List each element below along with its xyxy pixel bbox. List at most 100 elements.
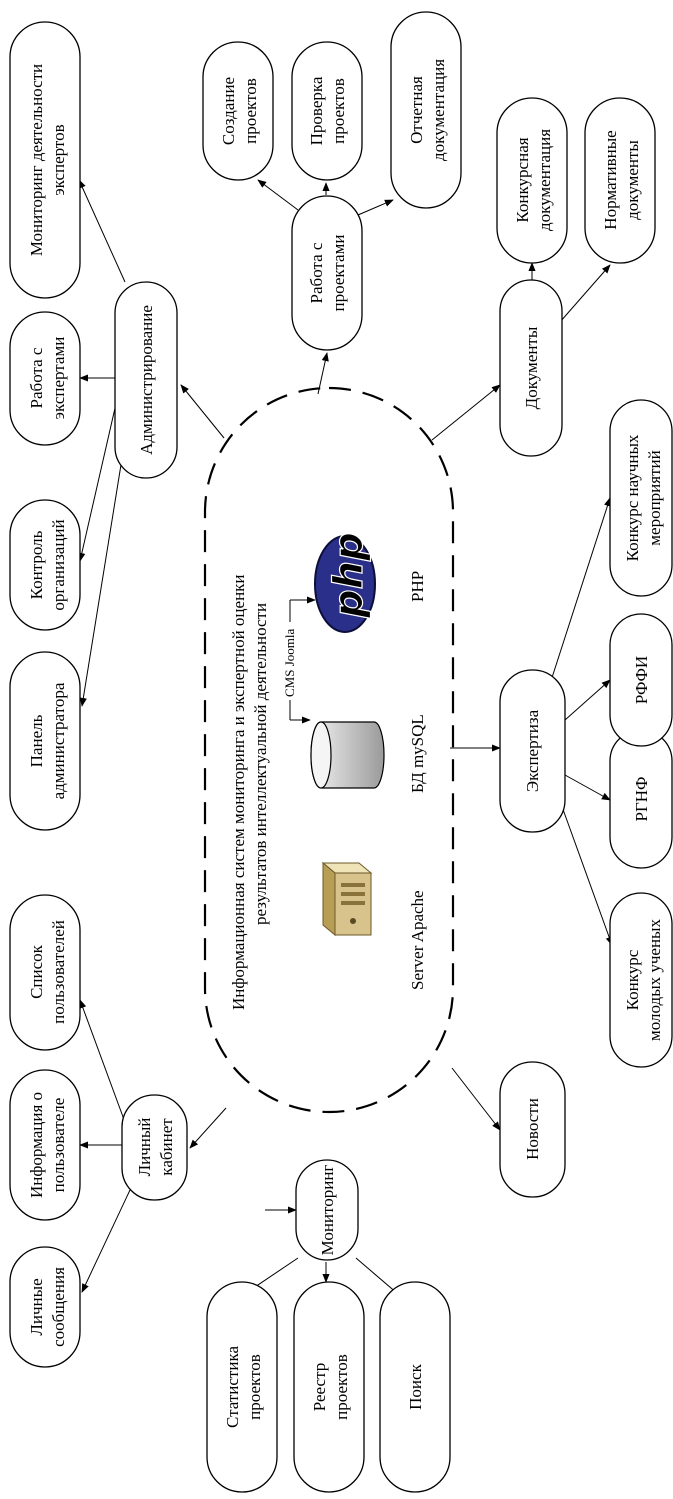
node-stats[interactable]: Статистика проектов bbox=[206, 1281, 278, 1493]
edge-cabinet-messages bbox=[81, 1189, 131, 1293]
edge-cabinet-users bbox=[79, 999, 127, 1126]
edges bbox=[78, 179, 613, 1301]
node-contest-young-line1: Конкурс bbox=[623, 949, 642, 1010]
node-project-create[interactable]: Создание проектов bbox=[202, 41, 274, 181]
node-project-check[interactable]: Проверка проектов bbox=[291, 41, 363, 181]
edge-system-documents bbox=[431, 384, 501, 441]
edge-expertise-young bbox=[555, 789, 613, 946]
node-messages[interactable]: Личные сообщения bbox=[9, 1246, 81, 1368]
node-documents[interactable]: Документы bbox=[499, 279, 563, 457]
node-user-info-line1: Информация о bbox=[27, 1092, 46, 1198]
database-icon bbox=[310, 721, 385, 789]
node-contest-docs-line1: Конкурсная bbox=[513, 137, 532, 222]
node-experts-work[interactable]: Работа с экспертами bbox=[9, 311, 81, 446]
node-experts-work-line1: Работа с bbox=[27, 347, 46, 408]
node-rffi[interactable]: РФФИ bbox=[609, 613, 673, 747]
edge-expertise-rgnf bbox=[564, 774, 611, 801]
node-rgnf-label: РГНФ bbox=[632, 777, 651, 822]
node-norm-docs-line2: документы bbox=[623, 140, 642, 220]
node-users-list-line1: Список bbox=[27, 944, 46, 999]
node-org-control-line1: Контроль bbox=[27, 530, 46, 599]
node-monitoring-label: Мониторинг bbox=[318, 1165, 337, 1256]
node-contest-young[interactable]: Конкурс молодых ученых bbox=[609, 892, 673, 1068]
node-projects-work-line2: проектами bbox=[329, 235, 348, 312]
node-rffi-label: РФФИ bbox=[632, 656, 651, 704]
node-monitoring[interactable]: Мониторинг bbox=[295, 1159, 359, 1261]
node-report-docs-line2: документация bbox=[429, 59, 448, 161]
edge-expertise-rffi bbox=[564, 679, 611, 721]
node-search[interactable]: Поиск bbox=[379, 1281, 451, 1493]
node-stats-line1: Статистика bbox=[223, 1346, 242, 1428]
edge-expertise-events bbox=[547, 497, 611, 691]
php-logo-icon: php bbox=[314, 532, 376, 633]
node-user-info-line2: пользователе bbox=[49, 1098, 68, 1193]
node-project-check-line1: Проверка bbox=[307, 76, 326, 145]
node-expertise-label: Экспертиза bbox=[523, 709, 542, 792]
node-contest-young-line2: молодых ученых bbox=[645, 919, 664, 1041]
node-cabinet[interactable]: Личный кабинет bbox=[121, 1094, 188, 1201]
server-label: Server Apache bbox=[408, 890, 427, 990]
node-messages-line1: Личные bbox=[27, 1278, 46, 1335]
node-org-control[interactable]: Контроль организаций bbox=[9, 499, 81, 631]
edge-system-admin bbox=[180, 384, 225, 439]
node-contest-docs-line2: документация bbox=[535, 129, 554, 231]
node-experts-work-line2: экспертами bbox=[49, 337, 68, 420]
node-stats-line2: проектов bbox=[245, 1354, 264, 1420]
central-system: Информационная систем мониторинга и эксп… bbox=[203, 386, 455, 1114]
node-registry-line1: Реестр bbox=[310, 1363, 329, 1411]
edge-admin-orgs bbox=[78, 394, 119, 562]
node-messages-line2: сообщения bbox=[49, 1267, 68, 1347]
edge-admin-panel bbox=[79, 439, 126, 707]
node-cabinet-line2: кабинет bbox=[157, 1118, 176, 1176]
node-experts-monitoring-line1: Мониторинг деятельности bbox=[27, 64, 46, 256]
edge-system-cabinet bbox=[189, 1107, 227, 1149]
node-news[interactable]: Новости bbox=[499, 1061, 566, 1198]
db-label: БД mySQL bbox=[408, 714, 427, 793]
edge-projects-report bbox=[357, 199, 394, 216]
node-report-docs[interactable]: Отчетная документация bbox=[390, 11, 462, 209]
system-title-line2: результатов интеллектуальной деятельност… bbox=[251, 603, 270, 925]
node-user-info[interactable]: Информация о пользователе bbox=[9, 1069, 81, 1221]
edge-system-news bbox=[451, 1067, 501, 1131]
node-administration[interactable]: Администрирование bbox=[114, 281, 178, 479]
node-cabinet-line1: Личный bbox=[135, 1118, 154, 1177]
node-administration-label: Администрирование bbox=[137, 305, 156, 455]
edge-docs-norm bbox=[559, 264, 611, 323]
php-logo-text: php bbox=[326, 532, 372, 619]
node-contest-events-line1: Конкурс научных bbox=[623, 434, 642, 561]
node-news-label: Новости bbox=[523, 1098, 542, 1160]
node-norm-docs[interactable]: Нормативные документы bbox=[584, 97, 656, 264]
node-project-create-line1: Создание bbox=[219, 77, 238, 145]
node-experts-monitoring-line2: экспертов bbox=[49, 124, 68, 195]
node-experts-monitoring[interactable]: Мониторинг деятельности экспертов bbox=[9, 21, 81, 299]
node-admin-panel-line1: Панель bbox=[27, 714, 46, 767]
node-project-create-line2: проектов bbox=[241, 78, 260, 144]
node-norm-docs-line1: Нормативные bbox=[601, 130, 620, 229]
node-search-label: Поиск bbox=[406, 1363, 425, 1409]
node-contest-events-line2: мероприятий bbox=[645, 450, 664, 545]
node-admin-panel-line2: администратора bbox=[49, 682, 68, 799]
node-projects-work-line1: Работа с bbox=[307, 242, 326, 303]
cms-connector: CMS Joomla bbox=[281, 596, 316, 724]
node-registry[interactable]: Реестр проектов bbox=[293, 1281, 365, 1493]
edge-projects-create bbox=[257, 179, 299, 211]
node-documents-label: Документы bbox=[522, 326, 541, 409]
system-boundary bbox=[203, 386, 455, 1114]
node-project-check-line2: проектов bbox=[329, 78, 348, 144]
node-projects-work[interactable]: Работа с проектами bbox=[291, 195, 363, 351]
node-org-control-line2: организаций bbox=[49, 519, 68, 610]
node-admin-panel[interactable]: Панель администратора bbox=[9, 651, 81, 831]
php-label: PHP bbox=[408, 571, 427, 602]
node-users-list-line2: пользователей bbox=[49, 920, 68, 1024]
node-registry-line2: проектов bbox=[332, 1354, 351, 1420]
cms-label: CMS Joomla bbox=[282, 629, 297, 697]
node-report-docs-line1: Отчетная bbox=[407, 76, 426, 144]
node-contest-docs[interactable]: Конкурсная документация bbox=[496, 97, 568, 264]
system-title-line1: Информационная систем мониторинга и эксп… bbox=[229, 574, 248, 1010]
node-contest-events[interactable]: Конкурс научных мероприятий bbox=[609, 399, 673, 597]
server-icon bbox=[321, 861, 373, 937]
node-expertise[interactable]: Экспертиза bbox=[499, 669, 566, 833]
node-users-list[interactable]: Список пользователей bbox=[9, 894, 81, 1051]
node-rgnf[interactable]: РГНФ bbox=[609, 729, 673, 869]
